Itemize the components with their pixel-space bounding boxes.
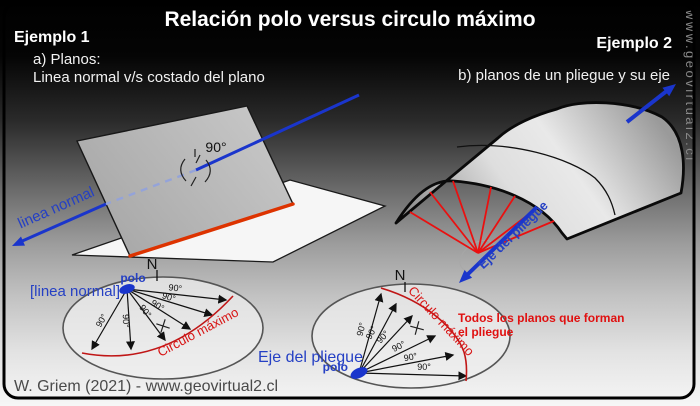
svg-text:90°: 90° — [168, 282, 183, 293]
example2-fold-diagram: Eje del pliegue — [394, 84, 685, 283]
fold-axis-arrowhead-up — [662, 84, 676, 97]
stereonet1-pole-dot — [119, 284, 135, 294]
stereonet2-great-circle — [380, 287, 468, 382]
svg-text:90°: 90° — [417, 362, 431, 372]
example2-stereonet: N 90° 90° 90° 90° 90° 90° Circulo máximo… — [258, 267, 624, 389]
example1-heading: Ejemplo 1 — [14, 29, 90, 46]
example1-subtitle-1: a) Planos: — [33, 51, 101, 68]
stereonet2-pole-label: polo — [323, 360, 348, 374]
page-title: Relación polo versus circulo máximo — [164, 8, 535, 31]
example2-subtitle: b) planos de un pliegue y su eje — [458, 67, 670, 84]
stereonet2-north-label: N — [395, 267, 406, 284]
right-angle-marks — [180, 149, 211, 187]
example2-heading: Ejemplo 2 — [596, 35, 672, 52]
stereonet1-angle-labels: 90° 90° 90° 90° 90° 90° — [94, 282, 183, 329]
plane-angle-label: 90° — [205, 139, 226, 155]
svg-text:90°: 90° — [121, 314, 131, 328]
fold-plane-fan — [409, 180, 555, 254]
svg-text:90°: 90° — [161, 290, 177, 304]
normal-line-arrowhead — [12, 236, 25, 246]
example1-plane-diagram: 90° linea normal — [12, 93, 387, 263]
frame-border — [2, 1, 696, 400]
vertical-watermark: www.geovirtual2.cl — [683, 9, 698, 163]
stereonet2-pole-arrows — [358, 292, 468, 381]
stereonet2-note-line1: Todos los planos que forman — [458, 311, 624, 325]
stereonet1-pole-name: [linea normal] — [30, 283, 120, 300]
normal-line — [19, 93, 360, 244]
stereonet1-pole-label: polo — [120, 271, 145, 285]
fold-axis-line — [464, 88, 670, 278]
svg-text:90°: 90° — [355, 321, 368, 337]
plane-strike-edge — [128, 202, 295, 258]
stereonet1-north-label: N — [147, 256, 158, 273]
stereonet2-center-cross — [410, 321, 424, 335]
stereonet2-pole-dot — [350, 367, 368, 379]
fold-axis-arrowhead-down — [459, 270, 473, 283]
stereonet1-center-cross — [156, 319, 170, 333]
stereonet2-note-line2: el pliegue — [458, 325, 514, 339]
svg-text:90°: 90° — [403, 351, 419, 363]
stereonet2-axis-label: Eje del pliegue — [258, 349, 363, 366]
stereonet1-great-circle — [81, 295, 234, 357]
stereonet1-circle — [62, 276, 264, 380]
credit-line: W. Griem (2021) - www.geovirtual2.cl — [14, 378, 278, 395]
stereonet1-pole-arrows — [91, 288, 228, 351]
fold-bedding-trace — [456, 144, 616, 216]
example1-subtitle-2: Linea normal v/s costado del plano — [33, 69, 265, 86]
fold-hinge-ellipse — [459, 239, 497, 273]
example1-stereonet: N 90° 90° 90° 90° 90° 90° Circulo máximo… — [30, 256, 264, 380]
